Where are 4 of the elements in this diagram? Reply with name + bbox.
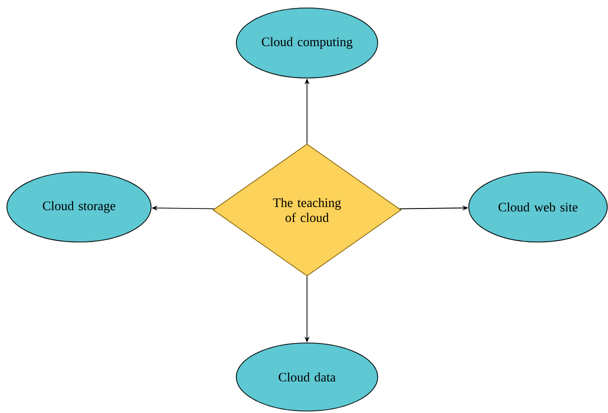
ellipse-node: Cloud storage <box>6 172 152 242</box>
ellipse-node: Cloud data <box>236 342 378 412</box>
ellipse-node: Cloud computing <box>236 8 378 78</box>
ellipse-node: Cloud web site <box>468 172 608 242</box>
